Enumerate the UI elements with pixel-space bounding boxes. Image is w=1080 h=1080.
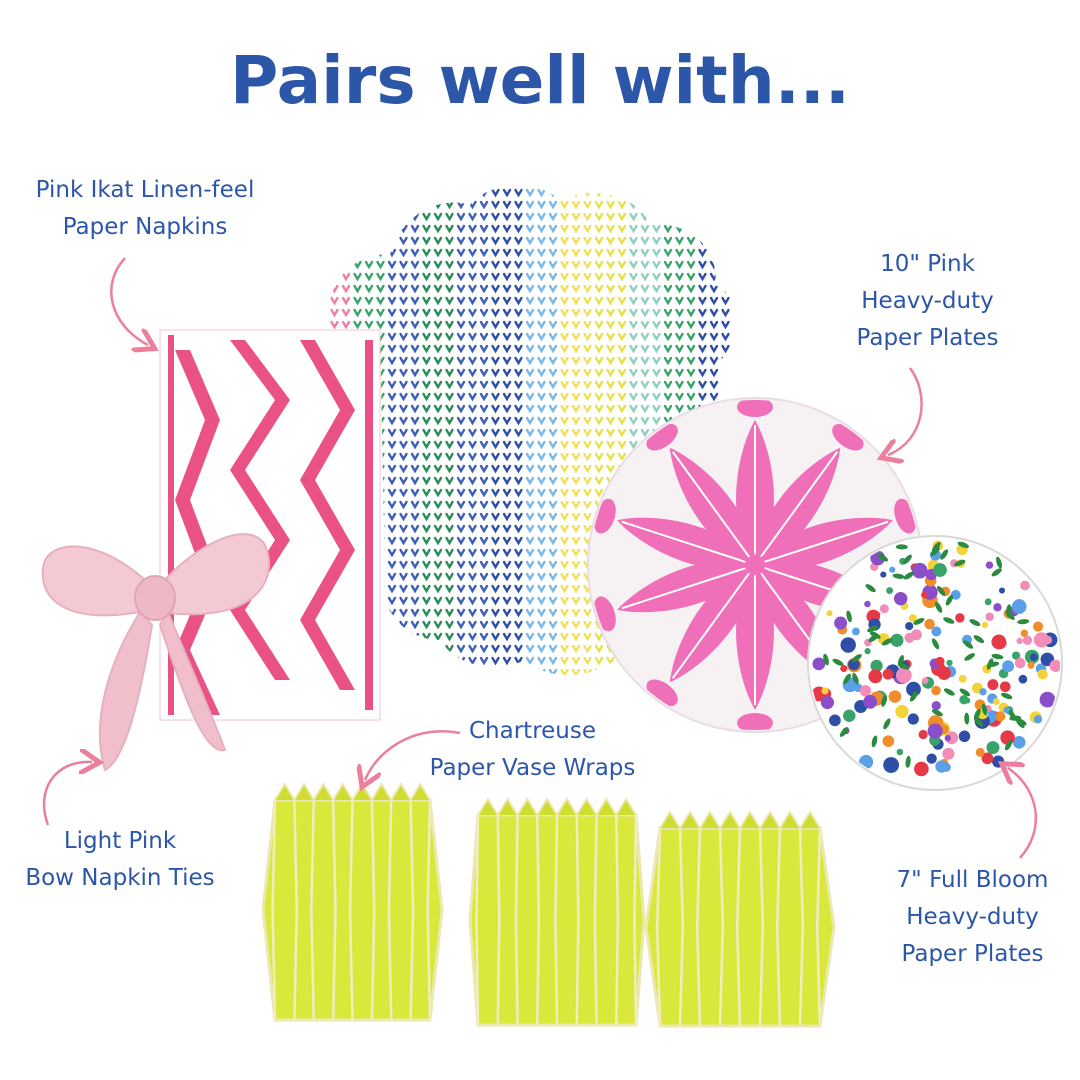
- label-napkins[interactable]: Pink Ikat Linen-feel Paper Napkins: [20, 172, 270, 246]
- label-vase-wraps-line1: Chartreuse: [468, 718, 597, 744]
- floral-plate-image: [807, 535, 1063, 791]
- label-pink-plates[interactable]: 10" Pink Heavy-duty Paper Plates: [830, 246, 1025, 357]
- label-floral-plates-line2: Heavy-duty: [906, 904, 1039, 930]
- page-title: Pairs well with...: [230, 42, 850, 119]
- label-pink-plates-line1: 10" Pink: [880, 251, 975, 277]
- curved-arrow-icon: [42, 762, 92, 826]
- curved-arrow-icon: [888, 367, 923, 455]
- label-vase-wraps-line2: Paper Vase Wraps: [429, 755, 636, 781]
- label-floral-plates-line3: Paper Plates: [901, 941, 1044, 967]
- vase-wrap-2-image: [468, 797, 646, 1027]
- curved-arrow-icon: [1008, 768, 1038, 859]
- label-vase-wraps[interactable]: Chartreuse Paper Vase Wraps: [415, 713, 650, 787]
- label-floral-plates[interactable]: 7" Full Bloom Heavy-duty Paper Plates: [880, 862, 1065, 973]
- label-bow-ties-line2: Bow Napkin Ties: [25, 865, 215, 891]
- label-bow-ties-line1: Light Pink: [63, 828, 177, 854]
- pink-bow-image: [41, 533, 270, 772]
- ikat-napkin-image: [159, 329, 381, 721]
- pink-plate-image: [587, 397, 923, 733]
- vase-wrap-1-image: [261, 782, 444, 1022]
- label-floral-plates-line1: 7" Full Bloom: [896, 867, 1049, 893]
- vase-wrap-3-image: [644, 810, 836, 1028]
- label-pink-plates-line2: Heavy-duty: [861, 288, 994, 314]
- label-pink-plates-line3: Paper Plates: [856, 325, 999, 351]
- label-napkins-line2: Paper Napkins: [62, 214, 228, 240]
- label-bow-ties[interactable]: Light Pink Bow Napkin Ties: [10, 823, 230, 897]
- label-napkins-line1: Pink Ikat Linen-feel: [35, 177, 255, 203]
- curved-arrow-icon: [110, 257, 148, 345]
- curved-arrow-icon: [365, 730, 461, 780]
